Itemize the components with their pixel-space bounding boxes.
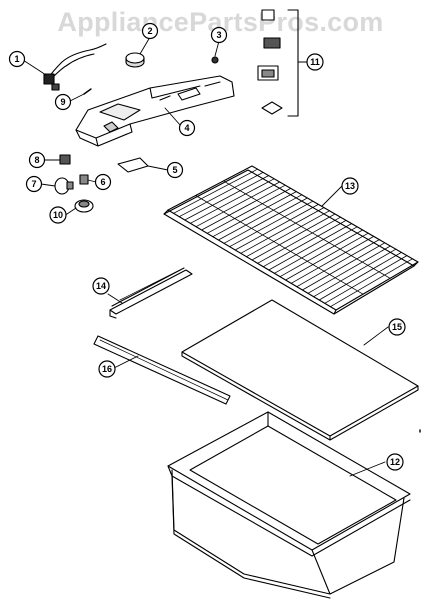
bulb-socket-part bbox=[79, 174, 89, 185]
svg-text:15: 15 bbox=[392, 322, 402, 332]
shelf-wire bbox=[240, 207, 325, 254]
shelf-wire bbox=[324, 255, 408, 304]
leader-lines bbox=[22, 36, 389, 477]
callout-markers: 1 2 3 4 5 6 7 8 9 bbox=[8, 22, 406, 471]
shelf-wire bbox=[268, 223, 353, 271]
svg-text:9: 9 bbox=[60, 97, 65, 107]
svg-text:10: 10 bbox=[53, 210, 63, 220]
glass-panel-part bbox=[181, 299, 419, 441]
svg-text:12: 12 bbox=[390, 457, 400, 467]
shelf-wire bbox=[307, 245, 391, 294]
rail-part bbox=[93, 335, 231, 405]
shelf-wire bbox=[212, 191, 297, 238]
trim-strip-part bbox=[109, 267, 193, 319]
shelf-wire bbox=[229, 200, 314, 248]
shelf-wire bbox=[313, 248, 397, 298]
shelf-wire bbox=[329, 258, 413, 308]
shelf-wire bbox=[189, 178, 275, 224]
svg-text:3: 3 bbox=[216, 30, 221, 40]
shelf-wire bbox=[251, 213, 336, 261]
clip-part bbox=[83, 88, 92, 95]
callout-16: 16 bbox=[98, 360, 116, 378]
shelf-wire bbox=[201, 184, 286, 231]
svg-text:6: 6 bbox=[100, 177, 105, 187]
svg-text:2: 2 bbox=[147, 26, 152, 36]
svg-text:5: 5 bbox=[172, 165, 177, 175]
shelf-wire bbox=[234, 203, 319, 251]
shelf-wire bbox=[206, 187, 292, 234]
shelf-wire bbox=[178, 171, 264, 218]
shelf-wire bbox=[173, 168, 258, 214]
shelf-wire bbox=[318, 251, 402, 301]
shelf-wire bbox=[217, 194, 303, 241]
callout-14: 14 bbox=[92, 277, 110, 295]
light-bulb-part bbox=[54, 177, 74, 195]
svg-text:4: 4 bbox=[184, 123, 189, 133]
shelf-wire bbox=[290, 235, 375, 284]
svg-text:8: 8 bbox=[34, 155, 39, 165]
callout-15: 15 bbox=[388, 318, 406, 336]
shelf-crossbar bbox=[195, 195, 364, 295]
callout-5: 5 bbox=[166, 161, 184, 179]
shelf-wire bbox=[184, 175, 270, 221]
shelf-wire bbox=[262, 219, 347, 268]
shelf-wire bbox=[296, 239, 380, 288]
wire-harness-part bbox=[43, 43, 107, 91]
shelf-wire bbox=[273, 226, 358, 274]
svg-text:7: 7 bbox=[31, 179, 36, 189]
callout-1: 1 bbox=[8, 50, 26, 68]
shelf-wire bbox=[301, 242, 386, 291]
callout-6: 6 bbox=[94, 173, 112, 191]
callout-8: 8 bbox=[28, 151, 46, 169]
shelf-wire bbox=[195, 181, 281, 228]
callout-10: 10 bbox=[49, 206, 67, 224]
shelf-wire bbox=[285, 232, 369, 281]
svg-text:1: 1 bbox=[14, 54, 19, 64]
shelf-wire bbox=[245, 210, 330, 258]
crisper-drawer-part bbox=[167, 411, 421, 599]
callout-7: 7 bbox=[25, 175, 43, 193]
shelf-wire bbox=[279, 229, 364, 278]
callout-3: 3 bbox=[210, 26, 228, 44]
callout-4: 4 bbox=[178, 119, 196, 137]
svg-text:16: 16 bbox=[102, 364, 112, 374]
callout-12: 12 bbox=[386, 453, 404, 471]
socket-knob-part bbox=[125, 52, 145, 68]
svg-text:13: 13 bbox=[345, 181, 355, 191]
shelf-wire bbox=[257, 216, 341, 264]
callout-13: 13 bbox=[341, 177, 359, 195]
svg-text:14: 14 bbox=[96, 281, 106, 291]
callout-2: 2 bbox=[141, 22, 159, 40]
thermostat-knob-part bbox=[74, 199, 94, 213]
shelf-wire bbox=[223, 197, 308, 244]
callout-9: 9 bbox=[54, 93, 72, 111]
svg-text:11: 11 bbox=[310, 57, 320, 67]
connector-part bbox=[59, 154, 71, 165]
wire-shelf-part bbox=[163, 165, 419, 315]
shelf-crossbar bbox=[223, 180, 391, 279]
control-housing-part bbox=[75, 75, 235, 147]
fastener-kit-part bbox=[257, 9, 299, 117]
callout-11: 11 bbox=[306, 53, 324, 71]
flat-component-part bbox=[117, 157, 149, 173]
screw-part bbox=[211, 56, 219, 64]
